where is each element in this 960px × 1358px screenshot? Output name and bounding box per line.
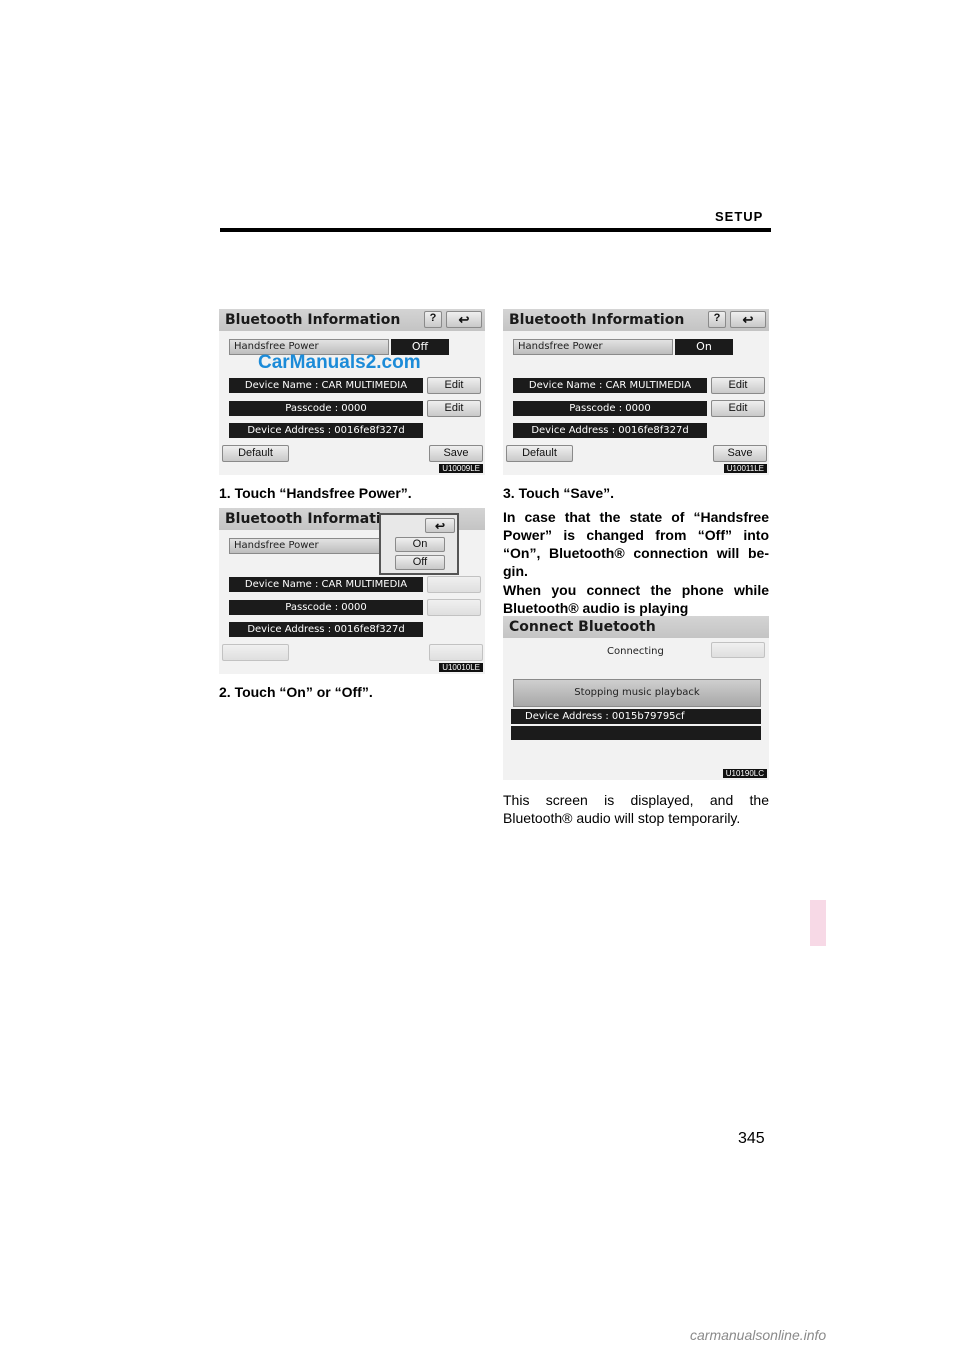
screen-titlebar: Bluetooth Information <box>503 309 769 331</box>
section-tab-marker <box>810 900 826 946</box>
edit-passcode-button[interactable]: Edit <box>711 400 765 417</box>
passcode-field: Passcode : 0000 <box>229 401 423 416</box>
device-address-field: Device Address : 0016fe8f327d <box>229 622 423 637</box>
device-address-field: Device Address : 0015b79795cf <box>511 709 761 724</box>
handsfree-power-button[interactable]: Handsfree Power <box>229 339 389 355</box>
default-button[interactable]: Default <box>222 445 289 462</box>
page-number: 345 <box>738 1130 765 1147</box>
popup-back-button[interactable]: ↩ <box>425 518 455 533</box>
watermark-bottom: carmanualsonline.info <box>690 1327 827 1343</box>
back-arrow-icon: ↩ <box>742 312 754 327</box>
passcode-field: Passcode : 0000 <box>513 401 707 416</box>
screen-title: Connect Bluetooth <box>509 619 656 635</box>
watermark-top: CarManuals2.com <box>258 352 421 373</box>
off-option-button[interactable]: Off <box>395 555 445 570</box>
device-address-field: Device Address : 0016fe8f327d <box>229 423 423 438</box>
paragraph-handsfree-change: In case that the state of “Handsfree Pow… <box>503 509 769 579</box>
screenshot-bluetooth-info-on: Bluetooth Information ? ↩ Handsfree Powe… <box>503 309 769 475</box>
empty-bar <box>511 726 761 740</box>
handsfree-popup: ↩ On Off <box>379 513 459 575</box>
screen-title: Bluetooth Information <box>225 511 401 527</box>
default-button <box>222 644 289 661</box>
paragraph-screen-displayed: This screen is displayed, and the Blueto… <box>503 792 769 826</box>
handsfree-power-button[interactable]: Handsfree Power <box>513 339 673 355</box>
edit-device-name-button[interactable]: Edit <box>427 377 481 394</box>
back-arrow-icon: ↩ <box>458 312 470 327</box>
save-button <box>429 644 483 661</box>
screen-title: Bluetooth Information <box>225 312 401 328</box>
default-button[interactable]: Default <box>506 445 573 462</box>
edit-device-name-button[interactable]: Edit <box>711 377 765 394</box>
screenshot-connect-bluetooth: Connect Bluetooth Connecting Stopping mu… <box>503 616 769 780</box>
on-option-button[interactable]: On <box>395 537 445 552</box>
paragraph-when-connect: When you connect the phone while Bluetoo… <box>503 582 769 616</box>
edit-device-name-button <box>427 576 481 593</box>
screen-title: Bluetooth Information <box>509 312 685 328</box>
back-button[interactable]: ↩ <box>730 311 766 328</box>
screen-titlebar: Bluetooth Information <box>219 309 485 331</box>
screenshot-bluetooth-info-off: Bluetooth Information ? ↩ Handsfree Powe… <box>219 309 485 475</box>
step-2-caption: 2. Touch “On” or “Off”. <box>219 684 373 700</box>
figure-code: U10009LE <box>439 464 483 473</box>
connecting-status: Connecting <box>607 646 664 657</box>
device-name-field: Device Name : CAR MULTIMEDIA <box>229 577 423 592</box>
step-1-caption: 1. Touch “Handsfree Power”. <box>219 485 412 501</box>
save-button[interactable]: Save <box>429 445 483 462</box>
edit-passcode-button[interactable]: Edit <box>427 400 481 417</box>
cancel-button <box>711 642 765 658</box>
figure-code: U10011LE <box>723 464 767 473</box>
back-arrow-icon: ↩ <box>434 519 446 533</box>
device-address-field: Device Address : 0016fe8f327d <box>513 423 707 438</box>
screenshot-handsfree-popup: Bluetooth Information Handsfree Power De… <box>219 508 485 674</box>
passcode-field: Passcode : 0000 <box>229 600 423 615</box>
save-button[interactable]: Save <box>713 445 767 462</box>
figure-code: U10190LC <box>722 769 767 778</box>
section-title: SETUP <box>715 209 764 224</box>
back-button[interactable]: ↩ <box>446 311 482 328</box>
handsfree-power-value: Off <box>391 339 449 355</box>
handsfree-power-value: On <box>675 339 733 355</box>
figure-code: U10010LE <box>439 663 483 672</box>
help-button[interactable]: ? <box>424 311 442 328</box>
header-rule <box>220 228 771 232</box>
step-3-caption: 3. Touch “Save”. <box>503 485 614 501</box>
edit-passcode-button <box>427 599 481 616</box>
screen-titlebar: Connect Bluetooth <box>503 616 769 638</box>
help-button[interactable]: ? <box>708 311 726 328</box>
device-name-field: Device Name : CAR MULTIMEDIA <box>229 378 423 393</box>
stopping-playback-message: Stopping music playback <box>513 679 761 707</box>
handsfree-power-button[interactable]: Handsfree Power <box>229 538 389 554</box>
device-name-field: Device Name : CAR MULTIMEDIA <box>513 378 707 393</box>
